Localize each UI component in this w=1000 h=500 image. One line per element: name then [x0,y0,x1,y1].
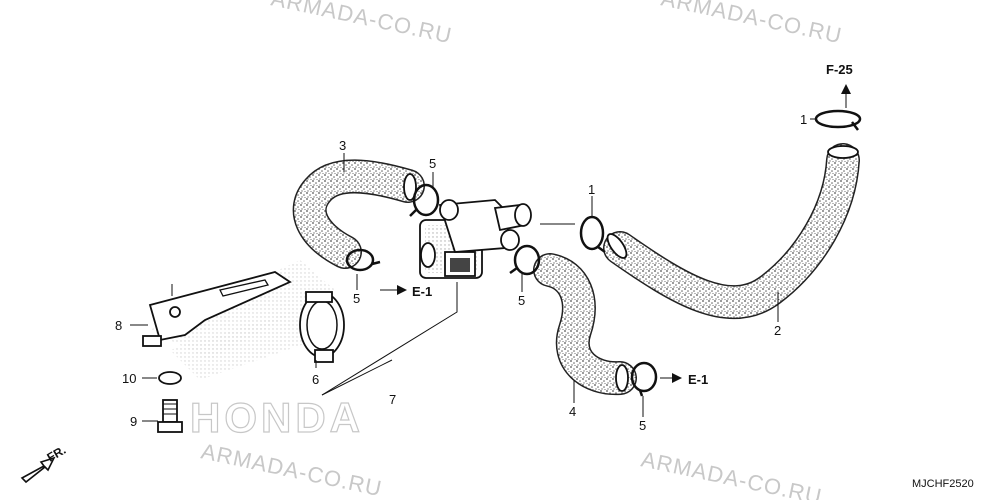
hose-2 [603,143,860,320]
ref-e1-left: E-1 [412,284,432,299]
bolt-9 [157,399,183,433]
bracket-8 [142,271,292,347]
watermark-bottom-left: ARMADA-CO.RU [199,438,385,500]
callout-5-top: 5 [429,156,436,171]
front-arrow-icon [20,456,56,484]
clamp-5-left [345,248,381,272]
callout-5-bottom: 5 [639,418,646,433]
honda-logo-text: HONDA [190,394,364,441]
callout-4: 4 [569,404,576,419]
ref-f25: F-25 [826,62,853,77]
callout-6: 6 [312,372,319,387]
callout-3: 3 [339,138,346,153]
callout-5-left: 5 [353,291,360,306]
honda-wing-logo: HONDA [150,260,364,442]
hose-4 [533,253,637,396]
callout-10: 10 [122,371,136,386]
watermark-bottom-right: ARMADA-CO.RU [639,446,825,500]
clamp-5-bottom [630,361,658,397]
clamp-band-6 [299,291,345,363]
watermark-top-center: ARMADA-CO.RU [269,0,455,48]
diagram-code: MJCHF2520 [912,478,974,490]
ref-e1-right: E-1 [688,372,708,387]
clamp-5-top [409,183,440,217]
callout-8: 8 [115,318,122,333]
callout-5-mid: 5 [518,293,525,308]
callout-1-top: 1 [800,112,807,127]
air-injection-valve [419,199,532,279]
washer-10 [158,371,182,385]
watermark-top-right: ARMADA-CO.RU [659,0,845,48]
clamp-1-top [814,109,862,131]
hose-3 [292,159,425,269]
clamp-1-mid [579,215,606,254]
callout-9: 9 [130,414,137,429]
clamp-5-mid [509,244,541,276]
callout-7: 7 [389,392,396,407]
callout-2: 2 [774,323,781,338]
callout-1-mid: 1 [588,182,595,197]
